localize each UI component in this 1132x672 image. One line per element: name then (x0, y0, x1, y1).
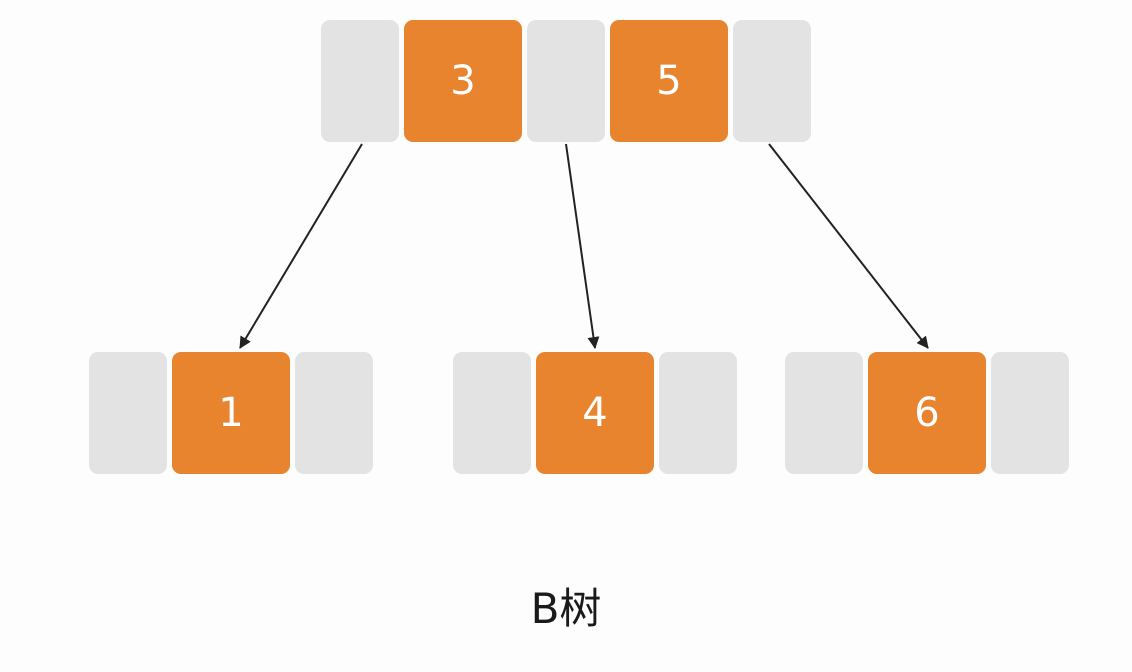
edge-root-to-leaf-6 (768, 143, 929, 349)
pointer-slot (89, 352, 167, 474)
pointer-slot (321, 20, 399, 142)
pointer-slot (295, 352, 373, 474)
key-cell: 1 (172, 352, 290, 474)
pointer-slot (527, 20, 605, 142)
diagram-caption: B树 (530, 584, 602, 633)
root-node: 3 5 (321, 20, 811, 142)
leaf-node: 6 (785, 352, 1069, 474)
edge-root-to-leaf-1 (239, 143, 363, 349)
leaf-node: 1 (89, 352, 373, 474)
pointer-slot (659, 352, 737, 474)
pointer-slot (991, 352, 1069, 474)
edge-root-to-leaf-4 (565, 143, 600, 349)
key-cell: 3 (404, 20, 522, 142)
pointer-slot (453, 352, 531, 474)
pointer-slot (785, 352, 863, 474)
leaf-node: 4 (453, 352, 737, 474)
key-cell: 6 (868, 352, 986, 474)
key-cell: 4 (536, 352, 654, 474)
key-cell: 5 (610, 20, 728, 142)
pointer-slot (733, 20, 811, 142)
